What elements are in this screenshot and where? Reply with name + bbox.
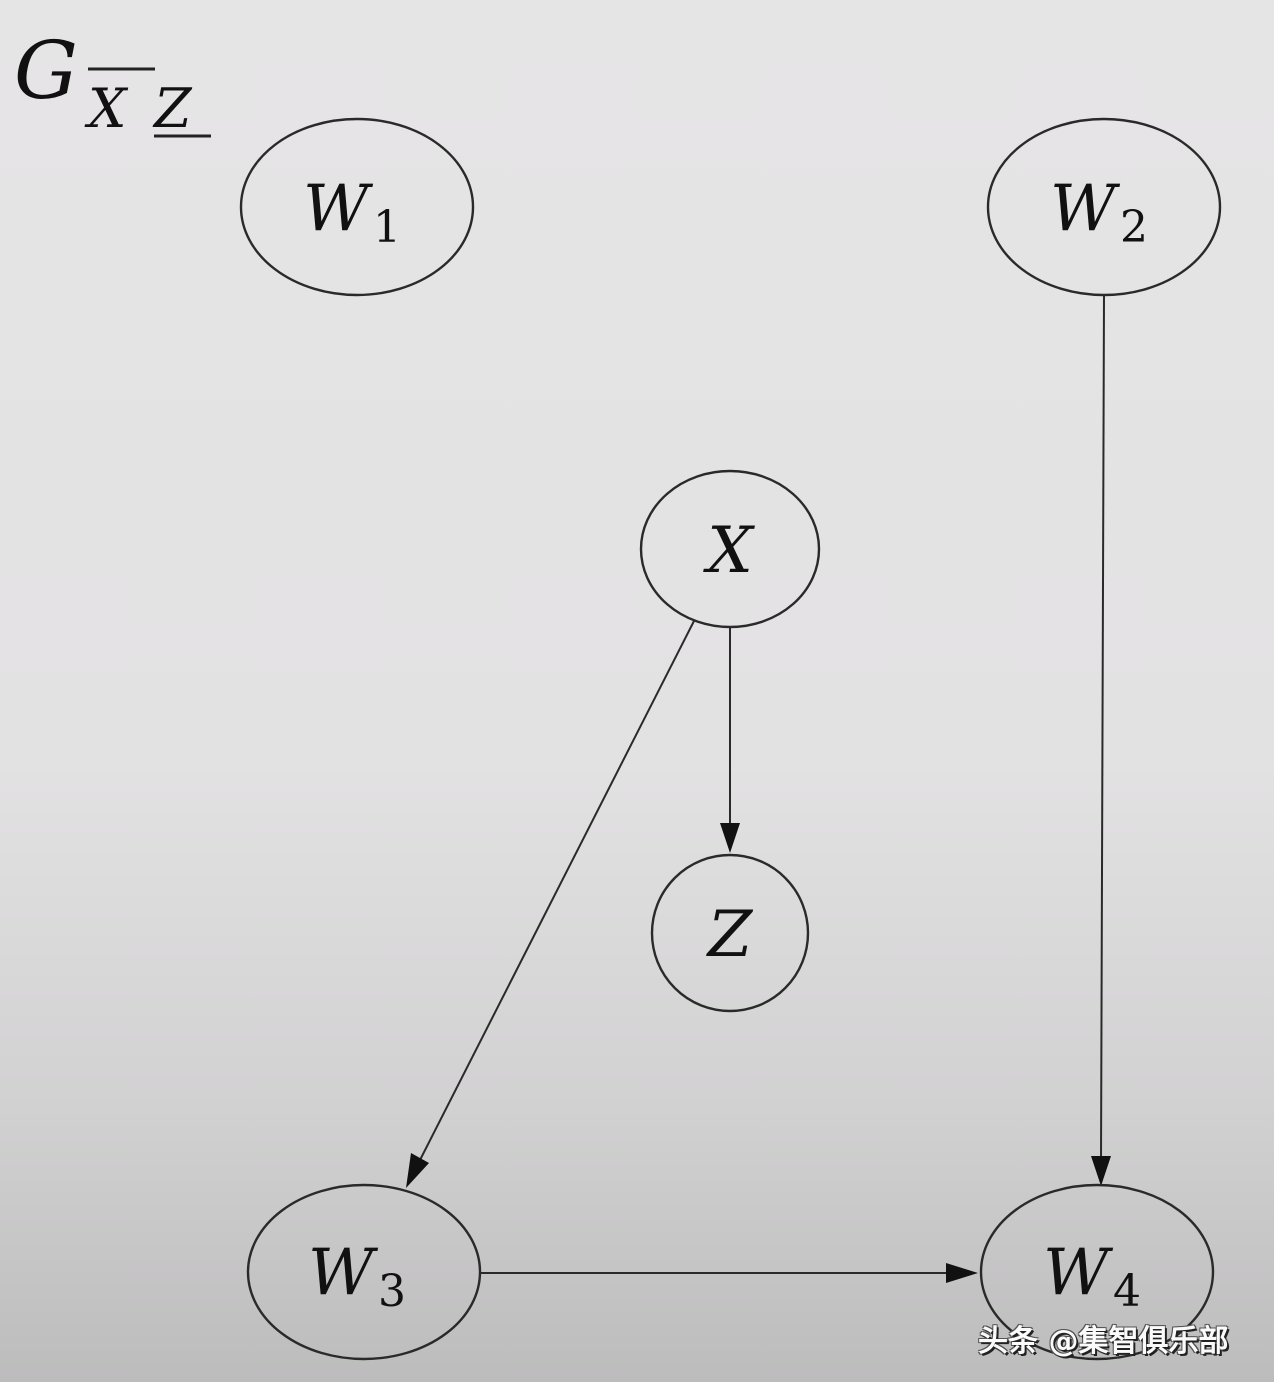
node-w4: W 4 [979, 1183, 1215, 1361]
node-w3-label: W [308, 1236, 379, 1310]
graph-title: G X Z [14, 24, 211, 140]
node-w2-subscript: 2 [1120, 202, 1148, 253]
node-z: Z [650, 853, 810, 1013]
node-w2: W 2 [986, 117, 1222, 297]
arrowhead-icon [1091, 1156, 1111, 1186]
arrowhead-icon [406, 1153, 429, 1188]
arrowhead-icon [946, 1263, 978, 1283]
edge-w2-to-w4 [1091, 294, 1111, 1186]
watermark: 头条 @集智俱乐部 [978, 1324, 1229, 1359]
node-z-label: Z [706, 898, 754, 972]
arrowhead-icon [720, 823, 740, 853]
node-w3: W 3 [246, 1183, 482, 1361]
node-x: X [639, 469, 821, 629]
node-w1: W 1 [239, 117, 475, 297]
edge-x-to-z [720, 627, 740, 853]
node-w4-subscript: 4 [1113, 1266, 1141, 1317]
edge-x-to-w3 [406, 620, 695, 1188]
node-w1-label: W [303, 172, 374, 246]
title-sub-x: X [84, 77, 129, 140]
node-w3-subscript: 3 [378, 1266, 406, 1317]
node-w2-label: W [1050, 172, 1121, 246]
node-w4-label: W [1043, 1236, 1114, 1310]
node-w1-subscript: 1 [373, 202, 401, 253]
node-x-label: X [702, 514, 755, 588]
title-sub-z: Z [152, 77, 193, 140]
title-base: G [14, 24, 78, 117]
edge-w3-to-w4 [481, 1263, 978, 1283]
